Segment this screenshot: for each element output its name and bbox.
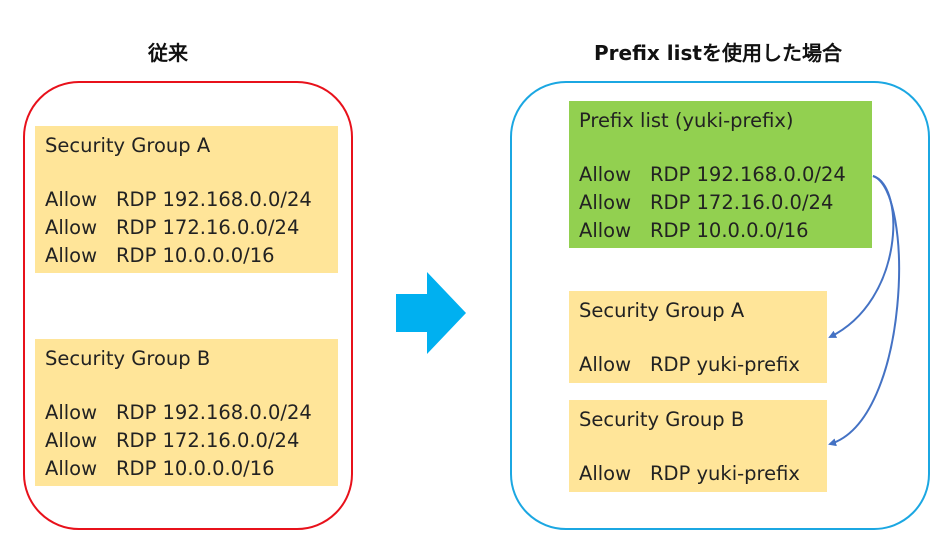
sg-title: Security Group A bbox=[579, 299, 745, 322]
heading-after: Prefix listを使用した場合 bbox=[594, 41, 842, 65]
connector-to-group-a bbox=[828, 175, 895, 338]
sg-title: Security Group B bbox=[579, 408, 745, 431]
prefix-list-title: Prefix list (yuki-prefix) bbox=[579, 109, 794, 132]
heading-before: 従来 bbox=[148, 41, 188, 65]
sg-title: Security Group A bbox=[45, 134, 211, 157]
transition-arrow-icon bbox=[396, 272, 466, 354]
sg-title: Security Group B bbox=[45, 347, 211, 370]
connector-to-group-b bbox=[828, 175, 900, 447]
